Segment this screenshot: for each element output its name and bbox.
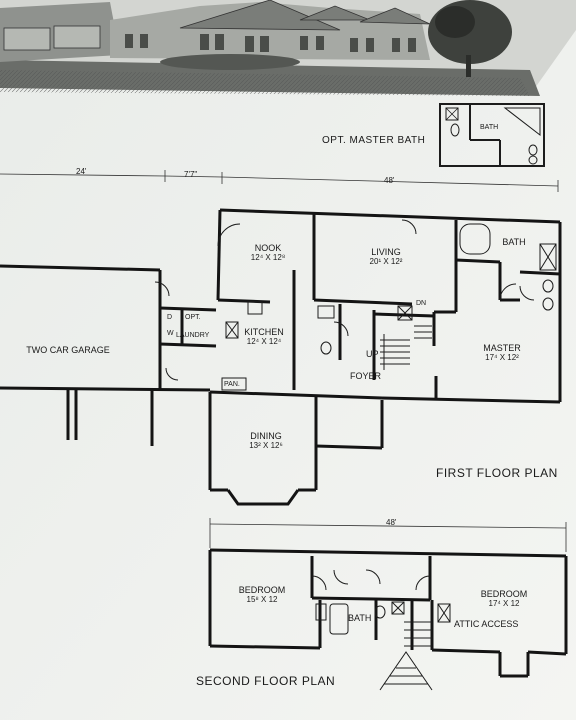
room-foyer: FOYER — [350, 371, 382, 381]
second-floor-fixtures — [311, 569, 451, 691]
room-bedroom-left-size: 15⁸ X 12 — [246, 595, 278, 604]
room-nook: NOOK 12⁴ X 12⁸ — [251, 244, 285, 262]
room-living-name: LIVING — [371, 247, 401, 257]
dim-second-width: 48' — [386, 518, 397, 527]
room-laundry: LAUNDRY — [176, 332, 210, 339]
room-nook-size: 12⁴ X 12⁸ — [250, 253, 286, 262]
first-floor-plan-title: FIRST FLOOR PLAN — [436, 466, 558, 480]
room-bedroom-right-name: BEDROOM — [480, 589, 528, 599]
dim-garage-width: 24' — [76, 167, 87, 176]
room-bath-2: BATH — [348, 613, 372, 623]
room-bath-1-name: BATH — [502, 237, 526, 247]
label-d: D — [167, 314, 173, 321]
room-bedroom-right: BEDROOM 17⁴ X 12 — [481, 590, 528, 608]
opt-master-bath-title: OPT. MASTER BATH — [322, 135, 426, 146]
room-master-name: MASTER — [483, 343, 521, 353]
room-garage-name: TWO CAR GARAGE — [26, 345, 110, 355]
opt-master-bath-inset — [439, 103, 545, 167]
opt-bath-label: BATH — [480, 124, 499, 131]
room-bedroom-left-name: BEDROOM — [238, 585, 286, 595]
dim-connector-width: 7'7" — [184, 170, 198, 179]
room-bath-1: BATH — [502, 238, 525, 247]
room-living-size: 20¹ X 12² — [369, 257, 403, 266]
label-up: UP — [366, 349, 379, 359]
second-floor-walls — [208, 548, 568, 678]
house-rendering — [0, 0, 576, 96]
label-dn: DN — [416, 300, 427, 307]
second-floor-plan-title: SECOND FLOOR PLAN — [196, 674, 336, 688]
room-living: LIVING 20¹ X 12² — [370, 248, 403, 266]
first-floor-walls — [0, 208, 562, 506]
first-floor-fixtures — [154, 219, 557, 391]
room-bedroom-left: BEDROOM 15⁸ X 12 — [239, 586, 286, 604]
room-garage: TWO CAR GARAGE — [26, 346, 110, 355]
room-opt: OPT. — [185, 314, 201, 321]
dimension-lines — [0, 170, 567, 552]
room-bedroom-right-size: 17⁴ X 12 — [488, 599, 520, 608]
room-attic-access: ATTIC ACCESS — [454, 619, 519, 629]
label-w: W — [167, 330, 174, 337]
room-master: MASTER 17⁴ X 12² — [483, 344, 521, 362]
room-nook-name: NOOK — [254, 243, 282, 253]
room-master-size: 17⁴ X 12² — [485, 353, 519, 362]
dim-house-width: 48' — [384, 176, 395, 185]
room-dining-name: DINING — [250, 431, 282, 441]
room-kitchen-name: KITCHEN — [244, 327, 284, 337]
room-dining-size: 13² X 12⁶ — [249, 441, 283, 450]
room-kitchen-size: 12⁴ X 12⁴ — [246, 337, 282, 346]
room-dining: DINING 13² X 12⁶ — [249, 432, 283, 450]
room-pantry: PAN. — [224, 381, 240, 388]
room-kitchen: KITCHEN 12⁴ X 12⁴ — [244, 328, 284, 346]
